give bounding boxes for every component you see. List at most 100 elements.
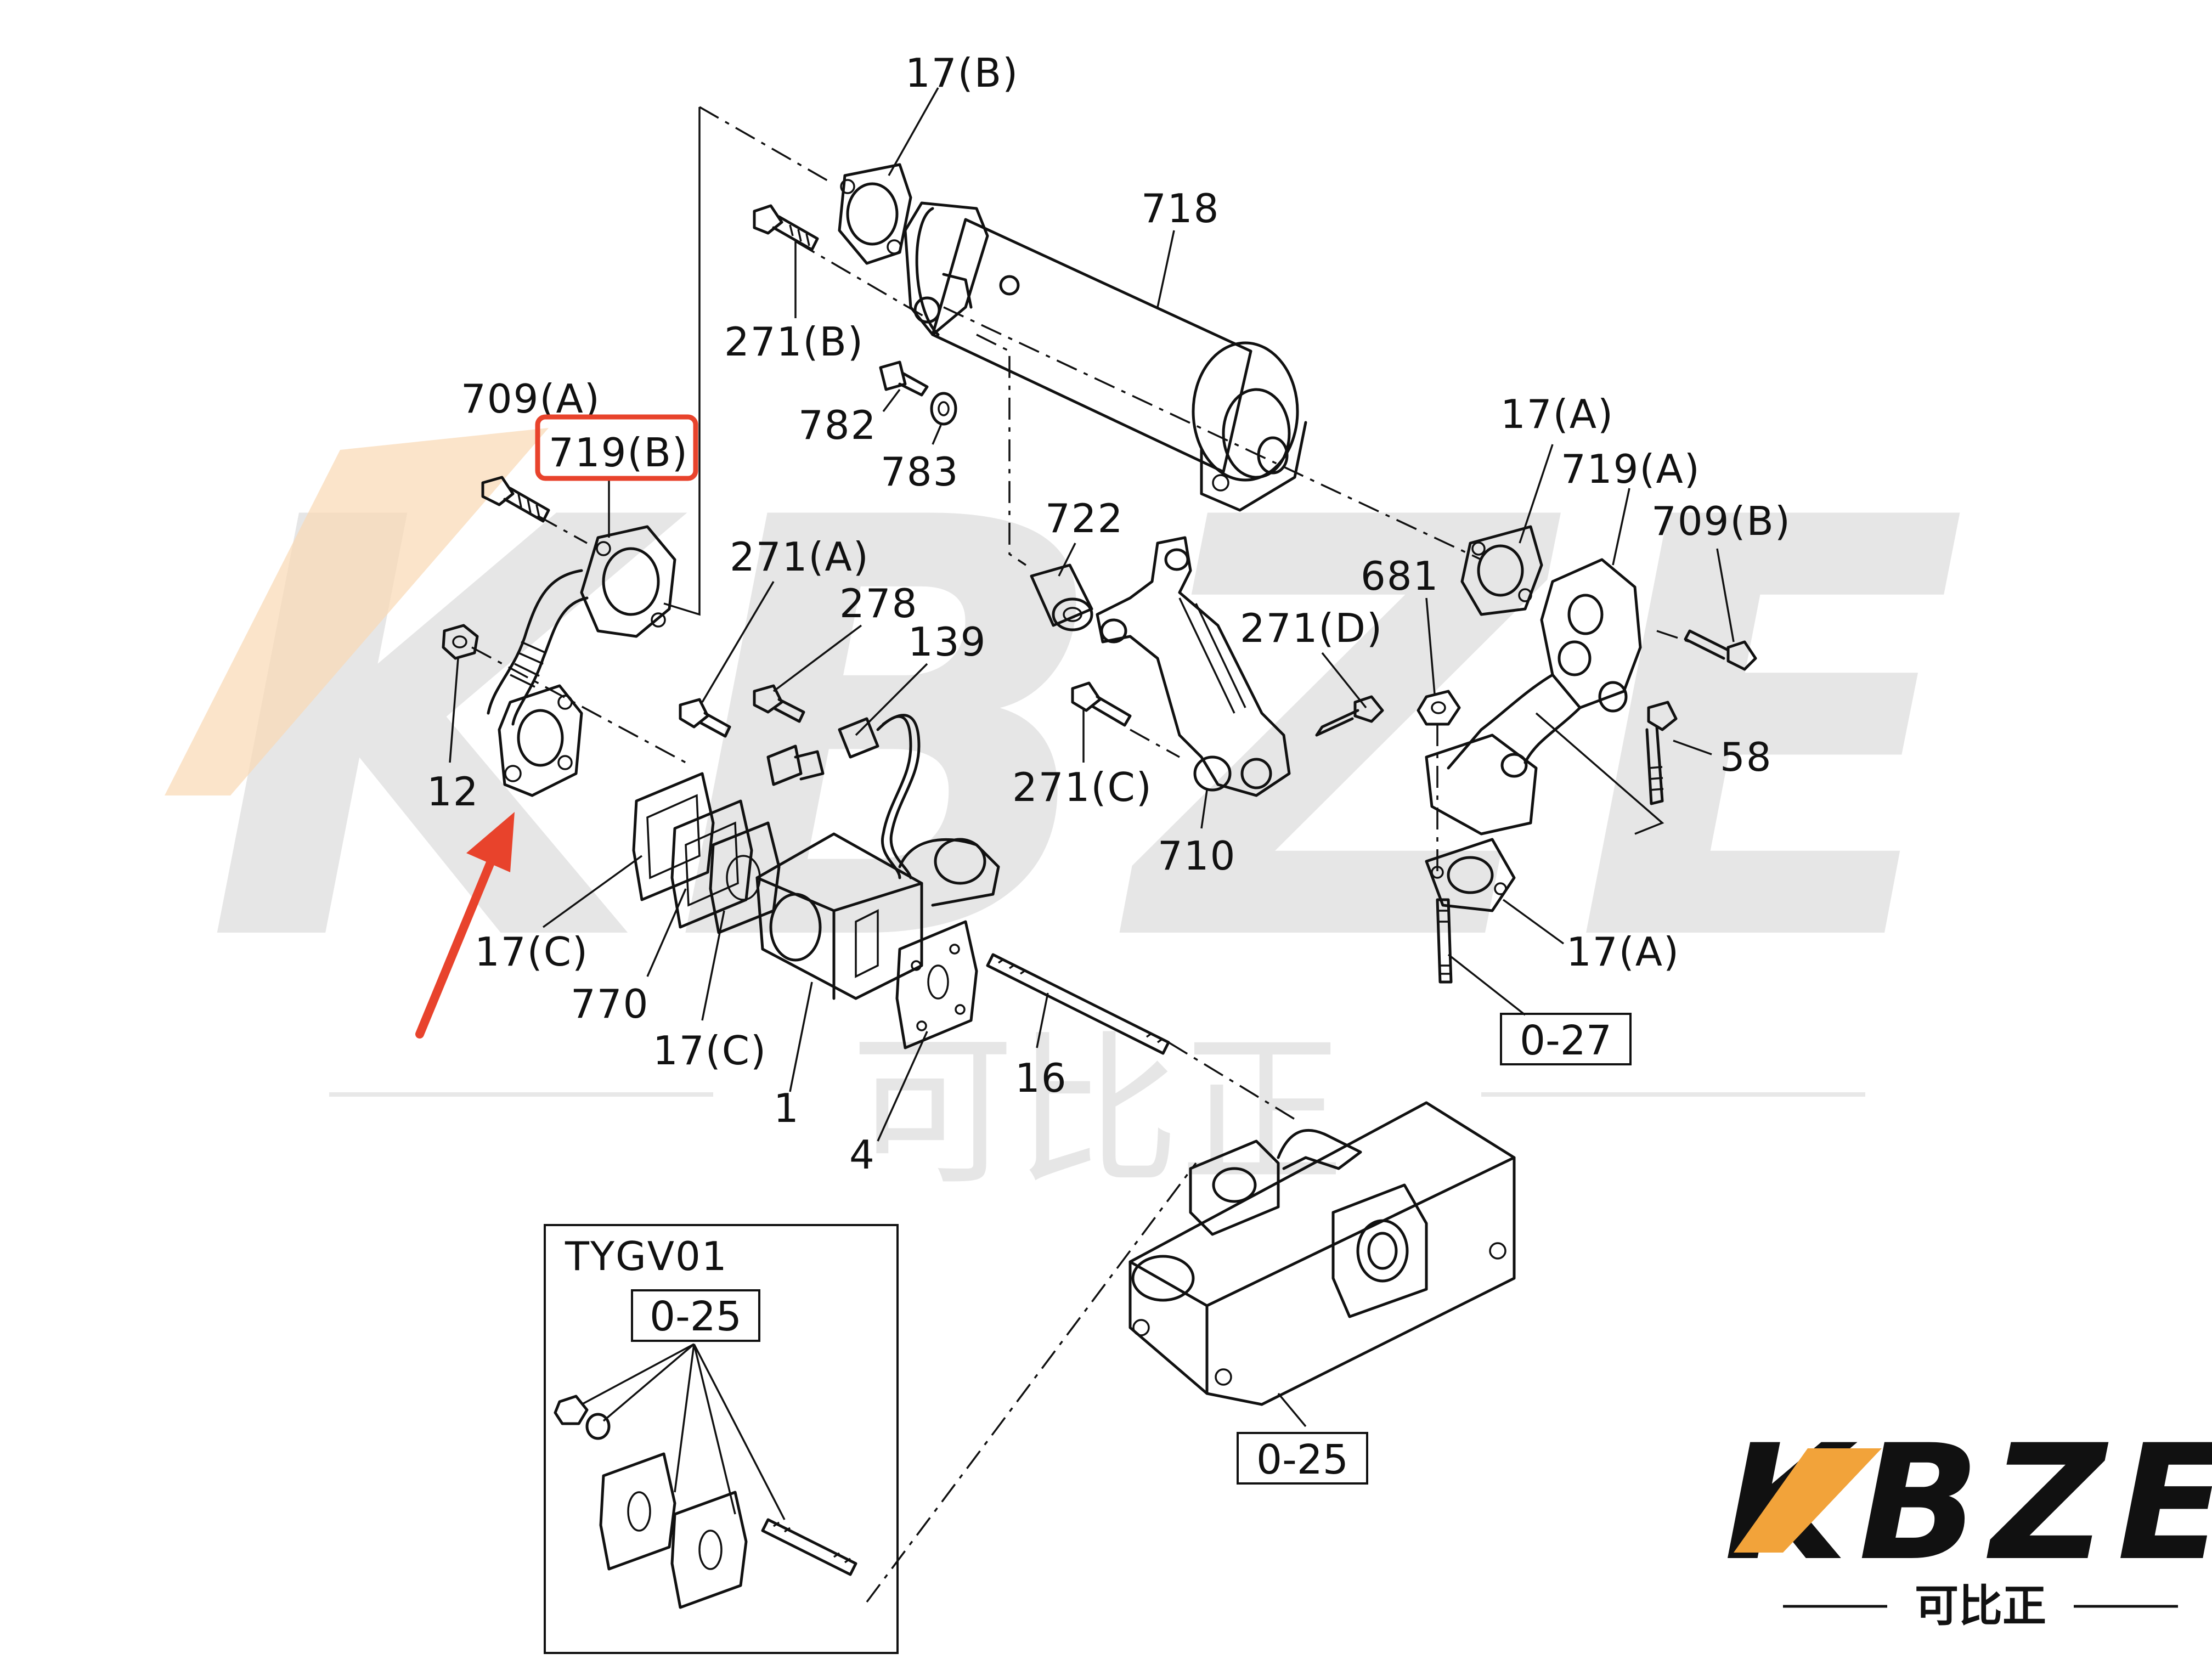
leader-278: [772, 624, 862, 692]
bolt-271B: [753, 204, 819, 251]
leader-025-main: [1277, 1392, 1307, 1427]
label-782: 782: [798, 402, 877, 448]
label-722: 722: [1045, 495, 1124, 541]
part-labels: 17(B) 718 271(B) 782 783 709(A) 719(B) 1…: [427, 50, 1791, 1178]
cover-plate-4: [895, 920, 978, 1049]
leader-783: [932, 425, 942, 445]
leader-1: [789, 981, 813, 1092]
label-4: 4: [849, 1132, 876, 1178]
connection-lines: [471, 106, 1690, 1603]
label-271B: 271(B): [724, 319, 864, 365]
leader-17B: [888, 87, 939, 176]
label-710: 710: [1158, 833, 1236, 879]
leader-17A-top: [1519, 444, 1554, 544]
leader-710: [1200, 789, 1208, 829]
leader-719A: [1612, 488, 1630, 566]
label-681: 681: [1361, 553, 1439, 599]
label-17A-bottom: 17(A): [1566, 929, 1680, 975]
logo-orange-stroke: [1734, 1448, 1882, 1553]
leader-782: [882, 388, 901, 413]
label-278: 278: [839, 580, 918, 627]
inset-plate-2: [670, 1491, 748, 1609]
gasket-17A-lower: [1425, 838, 1516, 912]
pipe-719B: [487, 525, 676, 797]
bolt-709B: [1684, 629, 1757, 671]
leader-17A-bottom: [1502, 899, 1565, 945]
frame-line-left: [663, 107, 701, 616]
label-783: 783: [881, 449, 959, 495]
inset-plate-1: [599, 1452, 676, 1571]
leader-12: [449, 658, 459, 763]
kbze-logo: KBZE 可比正: [1724, 1411, 2212, 1632]
leader-16: [1036, 992, 1049, 1048]
label-271A: 271(A): [730, 534, 870, 580]
dash-722: [976, 334, 1026, 566]
leader-770: [646, 888, 687, 977]
inset-frame: [544, 1224, 899, 1654]
label-17C-2: 17(C): [653, 1028, 767, 1074]
inset-washer: [585, 1413, 611, 1440]
watermark-subtext: 可比正: [850, 1016, 1344, 1207]
label-770: 770: [571, 981, 649, 1027]
bracket-710: [1096, 536, 1291, 797]
pipe-719A: [1425, 558, 1642, 836]
leader-4: [877, 1031, 928, 1142]
label-58: 58: [1720, 734, 1773, 780]
ref-box-025-inset: [631, 1289, 760, 1342]
leader-139: [855, 663, 928, 736]
leader-58: [1673, 740, 1712, 755]
dash-16: [1168, 1041, 1295, 1120]
egr-cooler-718: [904, 201, 1307, 512]
nut-681: [1417, 690, 1461, 726]
leader-17C-1: [542, 855, 643, 928]
leader-027: [1447, 953, 1526, 1016]
ref-boxes: 0-27 0-25: [1237, 1013, 1632, 1485]
label-719B: 719(B): [549, 430, 689, 476]
label-16: 16: [1015, 1055, 1068, 1101]
leader-271D: [1321, 652, 1367, 709]
dash-709B: [1656, 630, 1690, 643]
leader-271A: [701, 581, 775, 703]
gasket-17C-1: [632, 772, 715, 901]
egr-valve-1: [755, 832, 1000, 1000]
washer-783: [930, 392, 957, 426]
logo-subtext: 可比正: [1915, 1581, 2046, 1632]
leader-722: [1058, 543, 1076, 577]
gasket-17B: [838, 163, 912, 265]
ref-box-027: [1500, 1013, 1632, 1065]
label-709B: 709(B): [1651, 498, 1791, 544]
leader-709B: [1716, 548, 1735, 642]
inset-nut: [554, 1395, 589, 1425]
label-139: 139: [908, 619, 986, 665]
dash-709A: [537, 515, 588, 544]
spacer-722: [1030, 563, 1093, 631]
intake-manifold: [1128, 1101, 1516, 1406]
stud-16: [986, 953, 1170, 1055]
inset-tygv01: TYGV01 0-25: [544, 1224, 899, 1654]
label-1: 1: [774, 1085, 800, 1131]
label-12: 12: [427, 769, 479, 815]
label-718: 718: [1141, 185, 1220, 232]
ref-027: 0-27: [1520, 1017, 1612, 1064]
leader-17C-2: [701, 910, 725, 1021]
bolt-58: [1645, 701, 1678, 805]
ref-025-inset: 0-25: [650, 1293, 742, 1340]
label-271D: 271(D): [1240, 605, 1383, 651]
sensor-139: [766, 714, 921, 879]
bolt-271A: [679, 698, 731, 738]
label-17A-top: 17(A): [1500, 391, 1614, 437]
label-719A: 719(A): [1561, 446, 1701, 492]
label-271C: 271(C): [1012, 764, 1153, 810]
leader-lines: [449, 87, 1735, 1427]
parts: [442, 163, 1757, 1406]
label-tygv01: TYGV01: [565, 1233, 728, 1279]
leader-718: [1156, 230, 1175, 308]
bolt-271D: [1315, 695, 1384, 737]
label-17C-1: 17(C): [475, 929, 589, 975]
highlight-arrow: [415, 812, 515, 1039]
label-17B-top: 17(B): [905, 50, 1019, 96]
inset-stud: [761, 1518, 857, 1576]
dash-inset-to-manifold: [866, 1162, 1197, 1603]
gasket-17A-upper: [1460, 525, 1543, 616]
